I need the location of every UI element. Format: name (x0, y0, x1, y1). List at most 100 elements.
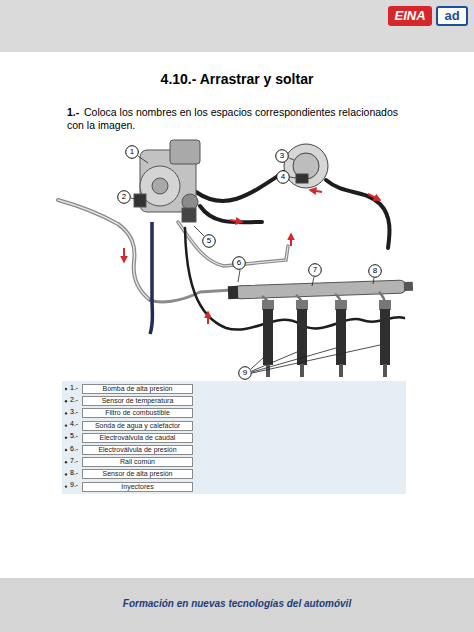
callout-circle (239, 367, 252, 380)
answer-box: Sensor de alta presión (82, 469, 193, 479)
callout-number: 2 (117, 190, 131, 204)
injector-top (379, 300, 391, 310)
answer-text: Electroválvula de caudal (100, 434, 176, 442)
answer-box: Electroválvula de presión (82, 445, 193, 455)
metal-pipe (178, 222, 288, 266)
row-bullets (65, 388, 67, 488)
answer-box: Sonda de agua y calefactor (82, 421, 193, 431)
bullet (65, 400, 67, 402)
answer-text: Electroválvula de presión (98, 446, 176, 454)
common-rail (228, 280, 413, 299)
pump-head (170, 140, 200, 164)
injector-top (262, 300, 274, 310)
bullet (65, 424, 67, 426)
callout-number: 3 (275, 149, 289, 163)
injector-nozzle (383, 364, 387, 377)
row-number: 2.- (70, 396, 78, 405)
callout-circle (276, 150, 289, 163)
answer-box: Electroválvula de caudal (82, 433, 193, 443)
metal-pipe (58, 200, 150, 300)
injector-body (263, 309, 273, 365)
bullet (65, 485, 67, 487)
brand-logo: EINA (388, 6, 432, 26)
exercise-number: 1.- (67, 106, 79, 119)
answer-panel (62, 381, 406, 494)
filter-housing (284, 144, 328, 188)
flow-arrow (368, 194, 380, 200)
logo-text: EINA (394, 6, 425, 26)
flow-arrow (310, 190, 322, 192)
callout-circle (233, 257, 246, 270)
pressure-valve (228, 286, 238, 299)
leader-line (252, 348, 336, 372)
pump-shaft (152, 178, 168, 194)
water-sensor (296, 174, 308, 183)
temperature-sensor (134, 194, 146, 207)
bullet (65, 449, 67, 451)
injector-nozzle (339, 364, 343, 377)
leader-line (131, 198, 135, 199)
callout-label: 8 (373, 264, 377, 278)
row-number: 1.- (70, 384, 78, 393)
answer-box: Bomba de alta presión (82, 384, 193, 394)
callout-number: 6 (232, 256, 246, 270)
row-number: 8.- (70, 469, 78, 478)
callout-circle (277, 171, 290, 184)
leader-line (252, 345, 380, 373)
hose (185, 228, 404, 330)
leader-line (312, 277, 314, 286)
leader-line (373, 278, 374, 284)
callout-number: 9 (238, 366, 252, 380)
injector-body (380, 309, 390, 365)
high-pressure-pump (134, 140, 200, 222)
callout-circle (369, 265, 382, 278)
leader-line (138, 156, 148, 163)
bullet (65, 473, 67, 475)
row-number: 9.- (70, 481, 78, 490)
injector-top (335, 300, 347, 310)
footer-bar (0, 578, 474, 632)
leader-lines (131, 156, 380, 373)
rail-sensor (404, 282, 413, 291)
flow-arrow (123, 248, 125, 262)
callout-number: 4 (276, 170, 290, 184)
metal-pipe (178, 222, 288, 266)
answer-text: Filtro de combustible (105, 409, 170, 417)
answer-text: Rail común (120, 458, 155, 466)
flow-arrow (207, 312, 209, 324)
callout-circle (118, 191, 131, 204)
row-number: 3.- (70, 408, 78, 417)
callout-label: 2 (122, 190, 126, 204)
callout-label: 6 (237, 256, 241, 270)
answer-box: Rail común (82, 457, 193, 467)
rail-body (234, 280, 406, 299)
answer-box: Sensor de temperatura (82, 396, 193, 406)
bullet (65, 412, 67, 414)
row-number: 4.- (70, 420, 78, 429)
header-bar (0, 0, 474, 52)
callout-number: 8 (368, 264, 382, 278)
leader-line (238, 270, 240, 282)
flow-valve (182, 208, 196, 222)
metal-pipe (150, 290, 232, 302)
bullet (65, 461, 67, 463)
row-number: 6.- (70, 445, 78, 454)
row-number: 5.- (70, 432, 78, 441)
answer-box: Filtro de combustible (82, 408, 193, 418)
callout-circle (309, 264, 322, 277)
flow-arrow (230, 220, 242, 222)
injector-body (336, 309, 346, 365)
injectors (262, 292, 391, 377)
callout-number: 1 (125, 145, 139, 159)
hose (200, 206, 262, 222)
leader-line (194, 226, 204, 236)
callout-circle (126, 146, 139, 159)
answer-text: Sonda de agua y calefactor (95, 422, 180, 430)
row-number: 7.- (70, 457, 78, 466)
answer-text: Sensor de alta presión (102, 470, 172, 478)
bullet (65, 388, 67, 390)
callout-label: 4 (281, 170, 285, 184)
hose (196, 172, 284, 201)
answer-box: Inyectores (82, 482, 193, 492)
